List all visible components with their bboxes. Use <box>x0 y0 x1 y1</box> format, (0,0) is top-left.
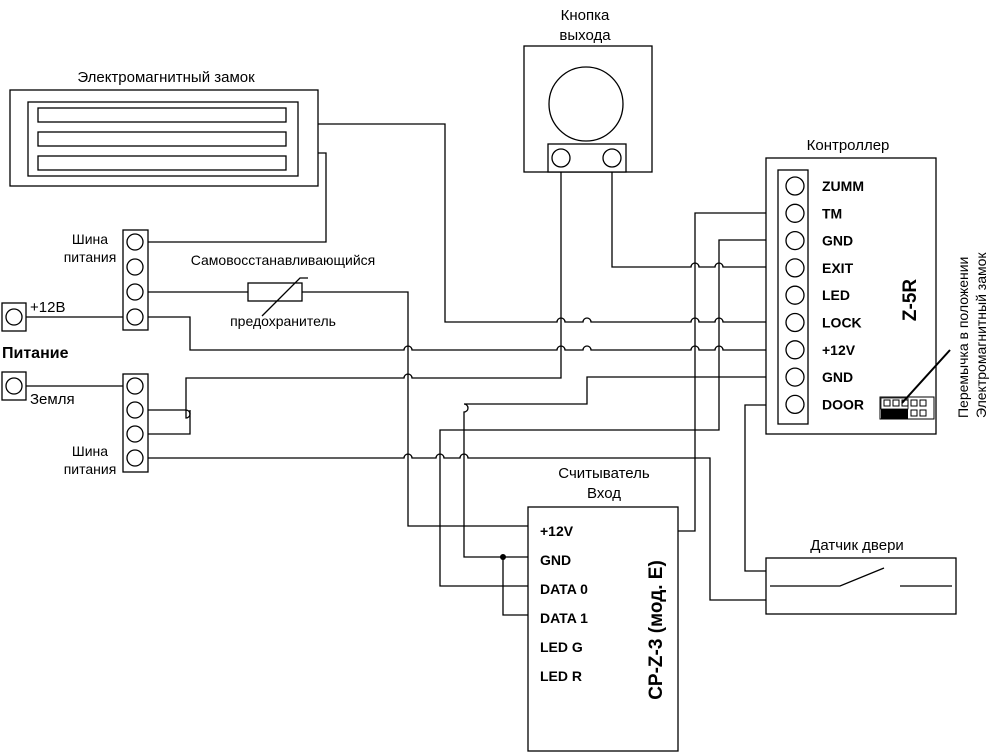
controller-terminal-8 <box>785 367 805 387</box>
controller-model: Z-5R <box>900 279 921 322</box>
reader-terminal-label: LED G <box>540 639 583 655</box>
reader-title-1: Считыватель <box>558 465 650 482</box>
power-title: Питание <box>2 345 69 362</box>
controller-terminal-5 <box>785 285 805 305</box>
fuse-label-1: Самовосстанавливающийся <box>191 252 376 268</box>
controller-terminal-9 <box>785 394 805 415</box>
controller-terminal-label: ZUMM <box>822 178 864 194</box>
wires <box>26 123 783 616</box>
controller-terminal-2 <box>785 203 805 223</box>
plus-12v-label: +12В <box>30 299 65 316</box>
bus-top-label-2: питания <box>64 249 117 265</box>
reader-model: CP-Z-3 (мод. E) <box>646 560 667 700</box>
lock-title: Электромагнитный замок <box>77 69 255 86</box>
wire-reader-gnd-data1 <box>502 557 528 616</box>
jumper-note-1: Перемычка в положении <box>955 257 971 418</box>
wire-controller-gnd-to-reader <box>463 376 783 558</box>
controller-terminal-3 <box>785 230 805 251</box>
controller-title: Контроллер <box>807 137 890 154</box>
power-bus-top: Шина питания <box>64 229 149 331</box>
controller-terminal-4 <box>785 258 805 278</box>
reader-terminal-label: LED R <box>540 668 582 684</box>
wire-controller-gnd-to-reader-data0 <box>439 239 783 587</box>
fuse-label-2: предохранитель <box>230 313 336 329</box>
bus-top-label-1: Шина <box>72 231 108 247</box>
controller-terminal-label: DOOR <box>822 396 864 412</box>
controller: Контроллер ZUMM TM GND EXIT LED LOCK +12V GND DO… <box>765 137 989 435</box>
wire-door-to-sensor <box>744 404 783 572</box>
resettable-fuse: Самовосстанавливающийся предохранитель <box>191 252 376 329</box>
exit-button-title-2: выхода <box>559 27 611 44</box>
controller-terminal-label: +12V <box>822 342 856 358</box>
wire-lock-to-bus-top <box>148 152 327 243</box>
controller-terminal-1 <box>785 176 805 196</box>
electromagnetic-lock: Электромагнитный замок <box>9 69 319 187</box>
bus-bottom-label-1: Шина <box>72 443 108 459</box>
wire-bus-link <box>148 410 191 435</box>
controller-terminal-label: GND <box>822 369 853 385</box>
wire-exit-to-controller <box>611 170 783 268</box>
door-sensor: Датчик двери <box>765 537 957 615</box>
wire-bus-to-fuse-to-reader <box>148 291 528 527</box>
door-sensor-title: Датчик двери <box>810 537 904 554</box>
jumper-block <box>879 396 935 420</box>
controller-terminal-7 <box>785 340 805 360</box>
wire-bus-to-exit-button <box>148 170 562 419</box>
exit-button: Кнопка выхода <box>523 7 653 173</box>
power-input: +12В Питание Земля <box>1 299 75 408</box>
controller-terminal-label: TM <box>822 205 842 221</box>
power-bus-bottom: Шина питания <box>64 373 149 477</box>
bus-bottom-label-2: питания <box>64 461 117 477</box>
ground-label: Земля <box>30 391 75 408</box>
controller-terminal-label: LOCK <box>822 315 862 331</box>
controller-terminal-label: EXIT <box>822 260 854 276</box>
reader-terminal-label: DATA 1 <box>540 610 588 626</box>
reader-terminal-label: GND <box>540 552 571 568</box>
card-reader: Считыватель Вход +12V GND DATA 0 DATA 1 LED … <box>527 465 679 752</box>
reader-terminal-label: DATA 0 <box>540 581 588 597</box>
reader-terminal-label: +12V <box>540 523 574 539</box>
controller-terminal-label: GND <box>822 233 853 249</box>
controller-terminal-6 <box>785 312 805 333</box>
jumper-note-2: Электромагнитный замок <box>973 252 989 418</box>
jumper-pointer <box>901 349 951 404</box>
junction-dot <box>500 554 506 560</box>
wire-bus-to-door-sensor <box>148 453 770 601</box>
controller-terminal-label: LED <box>822 287 850 303</box>
reader-title-2: Вход <box>587 485 621 502</box>
wire-bus-to-controller-12v <box>148 316 783 351</box>
exit-button-title-1: Кнопка <box>561 7 610 24</box>
